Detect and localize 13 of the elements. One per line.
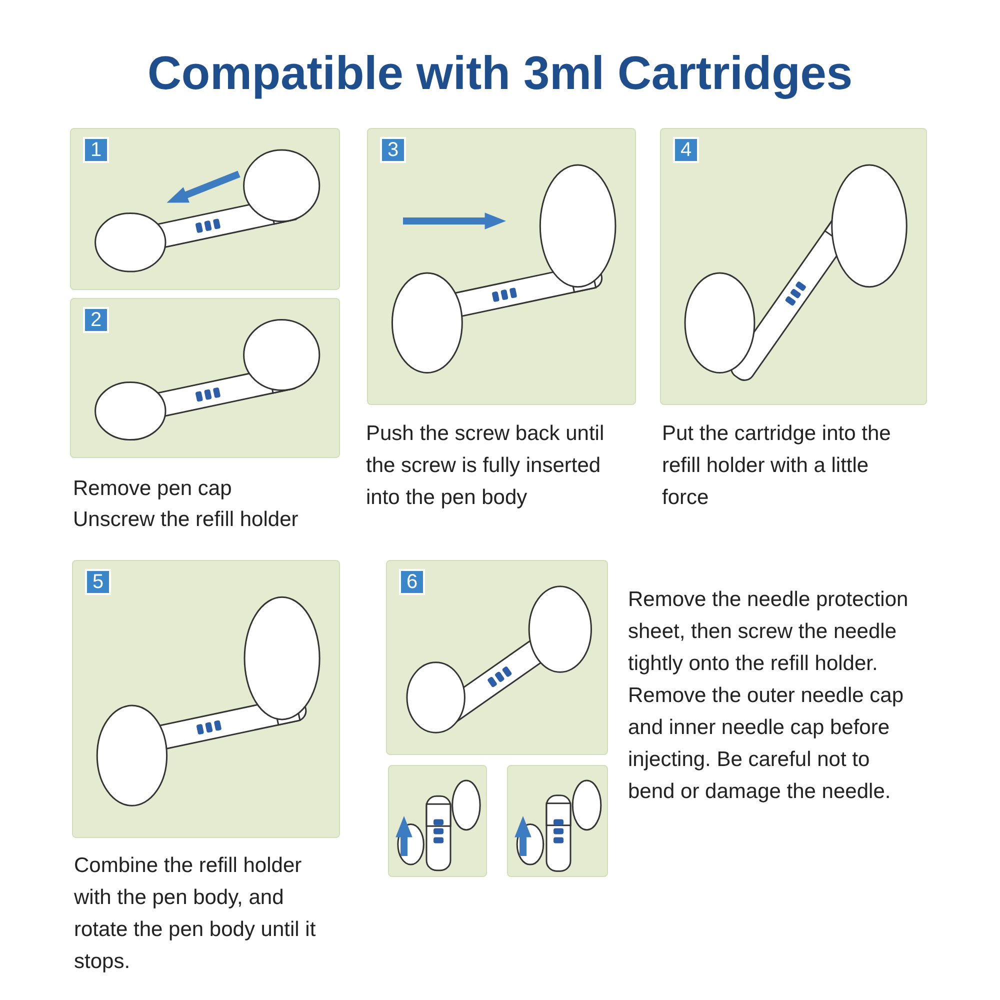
step-caption: Put the cartridge into the refill holder with a little force <box>662 421 892 511</box>
step-caption: Unscrew the refill holder <box>73 507 300 533</box>
step-number: 2 <box>83 307 109 333</box>
step-number: 3 <box>380 137 406 163</box>
step-caption: Combine the refill holder with the pen body, and rotate the pen body until it stops. <box>74 853 317 975</box>
step-caption: Push the screw back until the screw is fully inserted into the pen body <box>366 421 606 511</box>
step-caption: Remove pen cap <box>73 476 233 502</box>
step-number: 6 <box>399 569 425 595</box>
step-number: 1 <box>83 137 109 163</box>
step-caption: Remove the needle protection sheet, then screw the needle tightly onto the refill holder. Remove the outer needle cap and inner needle cap before injecting. Be careful not to bend or damage the needle. <box>628 587 910 805</box>
step-number: 5 <box>85 569 111 595</box>
step-number: 4 <box>673 137 699 163</box>
title: Compatible with 3ml Cartridges <box>147 46 853 99</box>
